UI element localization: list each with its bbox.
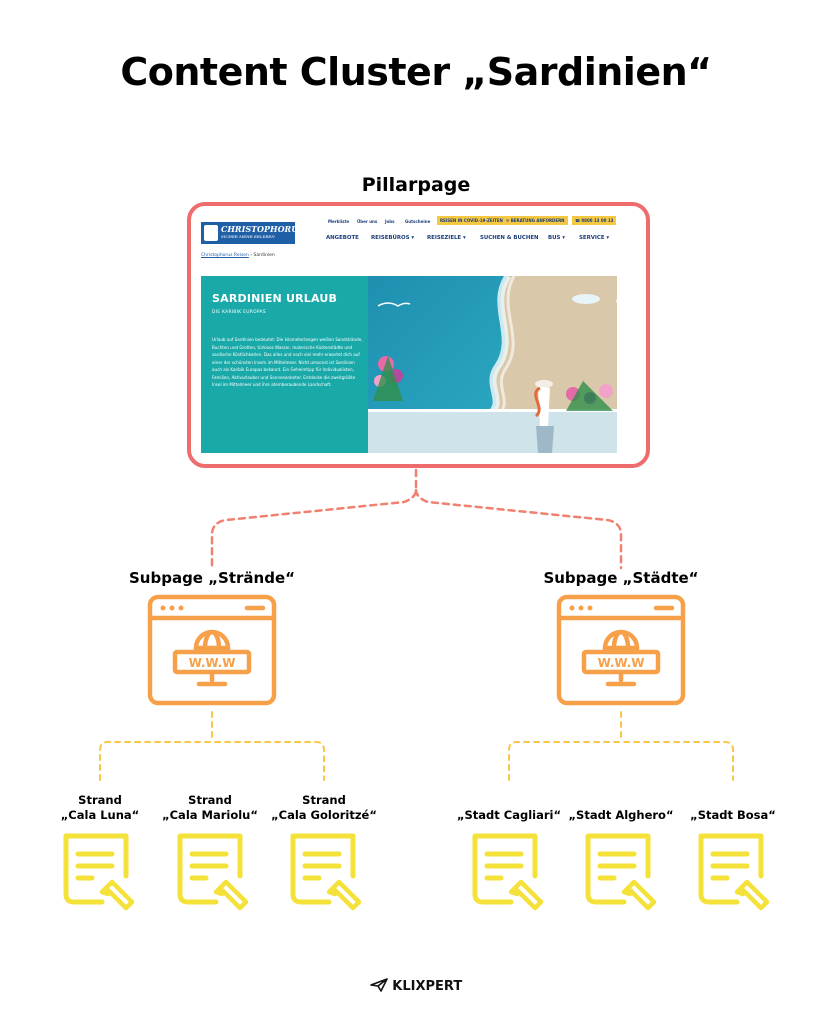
leaf-line1: Strand bbox=[188, 793, 232, 807]
paper-plane-icon bbox=[369, 978, 388, 992]
www-text: W.W.W bbox=[598, 656, 645, 670]
pillarpage-screenshot: CHRISTOPHORUS SICHER MEHR ERLEBEN Merkli… bbox=[201, 213, 617, 453]
leaf-bosa-label: „Stadt Bosa“ bbox=[690, 808, 776, 822]
nav-reisebueros[interactable]: REISEBÜROS ▾ bbox=[371, 235, 415, 241]
beratung-button[interactable]: ✉ BERATUNG ANFORDERN bbox=[503, 216, 568, 225]
mail-icon: ✉ bbox=[506, 218, 511, 223]
nav-reiseziele[interactable]: REISEZIELE ▾ bbox=[427, 235, 466, 241]
breadcrumb-home[interactable]: Christophorus Reisen bbox=[201, 253, 249, 258]
site-logo[interactable]: CHRISTOPHORUS SICHER MEHR ERLEBEN bbox=[201, 222, 304, 244]
leaf-line2: „Cala Goloritzé“ bbox=[271, 808, 377, 822]
nav-suchen-buchen[interactable]: SUCHEN & BUCHEN bbox=[480, 235, 539, 241]
www-text: W.W.W bbox=[189, 656, 236, 670]
phone-button[interactable]: ☎ 0800 13 00 13 bbox=[572, 216, 617, 225]
browser-www-icon: W.W.W bbox=[147, 594, 277, 706]
breadcrumb-current: Sardinien bbox=[253, 253, 275, 258]
toplink-gutscheine[interactable]: Gutscheine bbox=[405, 219, 431, 224]
leaf-cagliari-label: „Stadt Cagliari“ bbox=[456, 808, 562, 822]
logo-emblem-icon bbox=[204, 225, 218, 241]
nav-bus[interactable]: BUS ▾ bbox=[548, 235, 565, 241]
document-edit-icon bbox=[475, 836, 541, 908]
leaf-alghero-label: „Stadt Alghero“ bbox=[568, 808, 674, 822]
leaf-line2: „Cala Luna“ bbox=[60, 808, 140, 822]
logo-name: CHRISTOPHORUS bbox=[221, 224, 304, 234]
subpage-staedte-label: Subpage „Städte“ bbox=[543, 569, 699, 587]
document-edit-icon bbox=[180, 836, 246, 908]
document-edit-icon bbox=[66, 836, 132, 908]
browser-www-icon: W.W.W bbox=[556, 594, 686, 706]
brand-name: KLIXPERT bbox=[392, 979, 463, 994]
toplink-ueber-uns[interactable]: Über uns bbox=[357, 219, 378, 224]
document-edit-icon bbox=[701, 836, 767, 908]
beratung-button-label: BERATUNG ANFORDERN bbox=[510, 218, 565, 223]
leaf-cala-luna-label: Strand„Cala Luna“ bbox=[40, 793, 160, 823]
hero-title: SARDINIEN URLAUB bbox=[212, 292, 338, 305]
leaf-cala-goloritze-label: Strand„Cala Goloritzé“ bbox=[264, 793, 384, 823]
hero-text: Urlaub auf Sardinien bedeutet: Die kilom… bbox=[212, 337, 363, 387]
leaf-line1: Strand bbox=[78, 793, 122, 807]
phone-icon: ☎ bbox=[575, 218, 582, 223]
document-edit-icon bbox=[588, 836, 654, 908]
nav-service[interactable]: SERVICE ▾ bbox=[579, 235, 610, 241]
covid-button[interactable]: REISEN IN COVID-19-ZEITEN bbox=[437, 216, 506, 225]
breadcrumb-separator: › bbox=[250, 253, 253, 258]
pillarpage-label: Pillarpage bbox=[361, 174, 471, 196]
page-title: Content Cluster „Sardinien“ bbox=[120, 50, 712, 94]
leaf-line1: Strand bbox=[302, 793, 346, 807]
brand-footer: KLIXPERT bbox=[0, 978, 832, 994]
toplink-merkliste[interactable]: Merkliste bbox=[328, 219, 350, 224]
toplink-jobs[interactable]: Jobs bbox=[385, 219, 395, 224]
phone-number: 0800 13 00 13 bbox=[581, 218, 614, 223]
leaf-line2: „Cala Mariolu“ bbox=[162, 808, 258, 822]
leaf-cala-mariolu-label: Strand„Cala Mariolu“ bbox=[150, 793, 270, 823]
document-edit-icon bbox=[293, 836, 359, 908]
breadcrumb: Christophorus Reisen › Sardinien bbox=[201, 253, 275, 258]
nav-angebote[interactable]: ANGEBOTE bbox=[326, 235, 359, 241]
hero-subtitle: DIE KARIBIK EUROPAS bbox=[212, 310, 266, 315]
hero-teal-panel bbox=[201, 276, 368, 453]
logo-tagline: SICHER MEHR ERLEBEN bbox=[221, 234, 275, 239]
hero-beach-illustration bbox=[368, 276, 617, 453]
subpage-straende-label: Subpage „Strände“ bbox=[128, 569, 295, 587]
